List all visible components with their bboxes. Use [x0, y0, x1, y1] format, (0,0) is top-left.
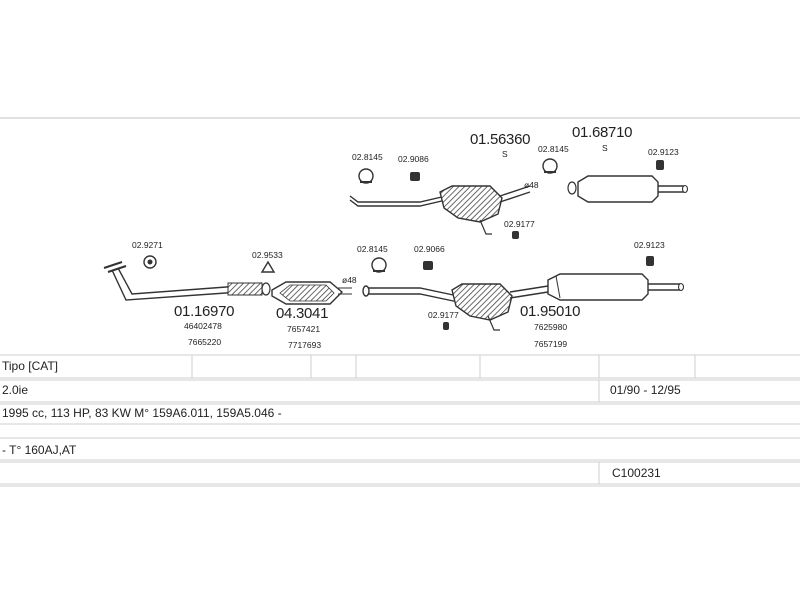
rear-silencer-number: 01.68710 [572, 124, 632, 141]
part-8145-upper-clamp-icon [358, 168, 374, 184]
catalyst-drawing [271, 281, 344, 305]
lower-silencer-number: 01.95010 [520, 303, 580, 320]
part-9177-upper-hanger-icon [512, 231, 519, 239]
part-9086-label: 02.9086 [398, 154, 429, 164]
main-pipe-number: 01.16970 [174, 303, 234, 320]
catalyst-ref1: 7657421 [287, 324, 320, 334]
catalyst-ref2: 7717693 [288, 340, 321, 350]
part-9271-label: 02.9271 [132, 240, 163, 250]
part-9271-icon [143, 255, 157, 269]
part-9066-label: 02.9066 [414, 244, 445, 254]
lower-silencer-ref1: 7625980 [534, 322, 567, 332]
part-8145-clamp-icon [371, 257, 387, 273]
upper-rear-silencer-drawing [577, 175, 689, 203]
main-pipe-ref1: 46402478 [184, 321, 222, 331]
part-8145-rear-label: 02.8145 [538, 144, 569, 154]
part-9177-label: 02.9177 [428, 310, 459, 320]
upper-front-pipe-drawing [349, 195, 447, 207]
part-8145-upper-label: 02.8145 [352, 152, 383, 162]
diam-lower-label: ø48 [342, 275, 357, 285]
info-table-grid [0, 354, 800, 487]
lower-rear-silencer-drawing [547, 273, 685, 301]
lower-center-silencer-drawing [451, 283, 513, 331]
lower-silencer-ref2: 7657199 [534, 339, 567, 349]
table-model: Tipo [CAT] [2, 359, 58, 373]
part-9123-hanger-icon [646, 256, 654, 266]
part-9177-upper-label: 02.9177 [504, 219, 535, 229]
table-date-range: 01/90 - 12/95 [610, 383, 681, 397]
part-9086-hanger-icon [410, 172, 420, 181]
part-8145-rear-clamp-icon [542, 158, 558, 174]
part-9123-label: 02.9123 [634, 240, 665, 250]
upper-silencer-flag: S [502, 149, 508, 159]
part-9177-hanger-icon [443, 322, 449, 330]
rear-silencer-flag: S [602, 143, 608, 153]
table-code: C100231 [612, 466, 661, 480]
part-8145-label: 02.8145 [357, 244, 388, 254]
upper-center-silencer-drawing [439, 185, 503, 235]
table-type: - T° 160AJ,AT [2, 443, 77, 457]
main-pipe-ref2: 7665220 [188, 337, 221, 347]
part-9123-upper-hanger-icon [656, 160, 664, 170]
part-9123-upper-label: 02.9123 [648, 147, 679, 157]
flex-pipe-drawing [227, 282, 263, 296]
table-engine: 2.0ie [2, 383, 28, 397]
part-9533-label: 02.9533 [252, 250, 283, 260]
catalyst-number: 04.3041 [276, 305, 328, 322]
part-9533-icon [260, 260, 276, 273]
diam-upper-label: ø48 [524, 180, 539, 190]
upper-silencer-number: 01.56360 [470, 131, 530, 148]
table-spec: 1995 cc, 113 HP, 83 KW M° 159A6.011, 159… [2, 406, 282, 420]
lower-middle-pipe-drawing [362, 285, 459, 303]
part-9066-hanger-icon [423, 261, 433, 270]
